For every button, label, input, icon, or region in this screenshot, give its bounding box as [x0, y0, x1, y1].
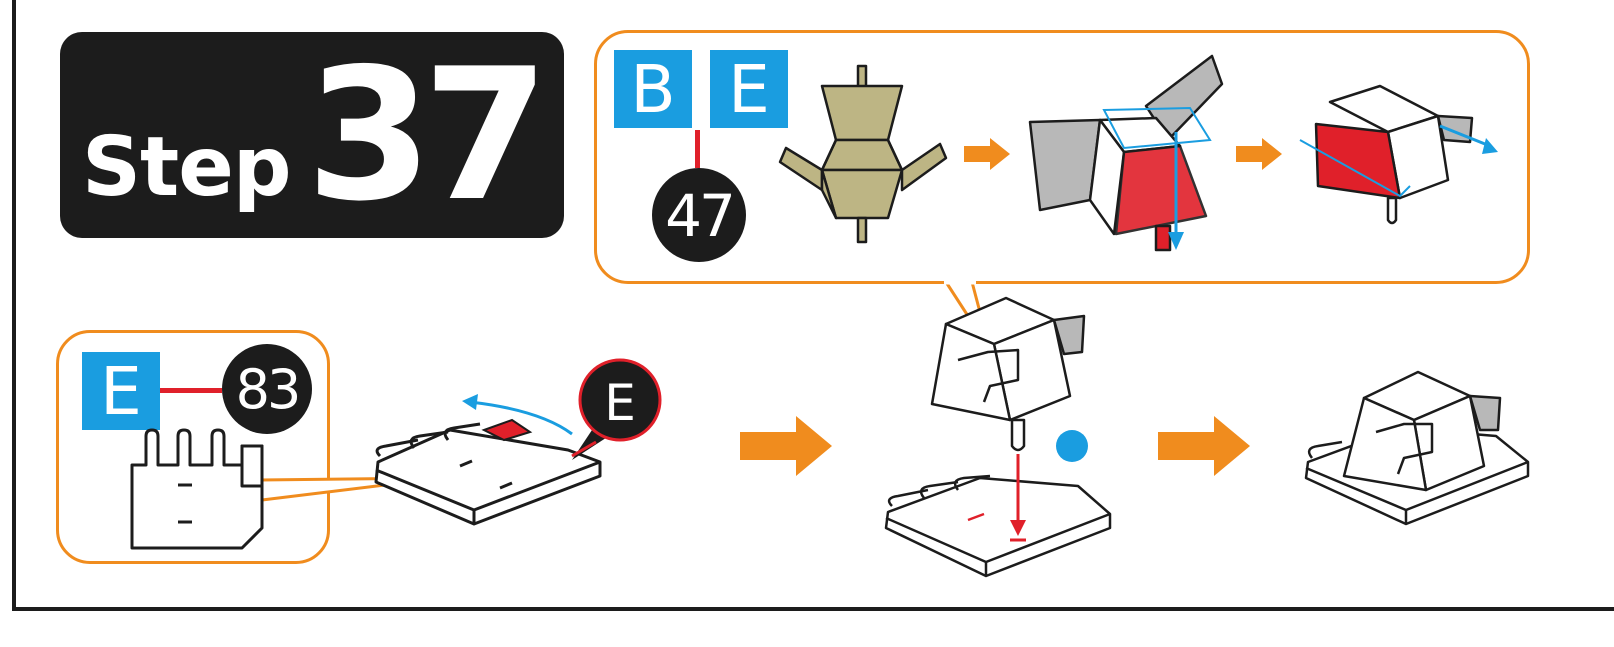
flat-part-83 — [132, 430, 262, 548]
final-assembly — [1306, 372, 1528, 524]
glue-dot — [1056, 430, 1088, 462]
folding-stage-3 — [1316, 86, 1472, 223]
small-arrow-1 — [964, 138, 1010, 170]
next-arrow-1 — [740, 416, 832, 476]
callout-bubble: E — [572, 360, 660, 460]
next-arrow-2 — [1158, 416, 1250, 476]
callout-label: E — [604, 374, 636, 432]
flat-piece-47 — [780, 66, 946, 242]
piece-47-folded — [932, 298, 1084, 450]
base-part-center — [886, 476, 1110, 576]
small-arrow-2 — [1236, 138, 1282, 170]
folding-stage-2 — [1030, 56, 1222, 250]
base-part — [376, 424, 600, 524]
